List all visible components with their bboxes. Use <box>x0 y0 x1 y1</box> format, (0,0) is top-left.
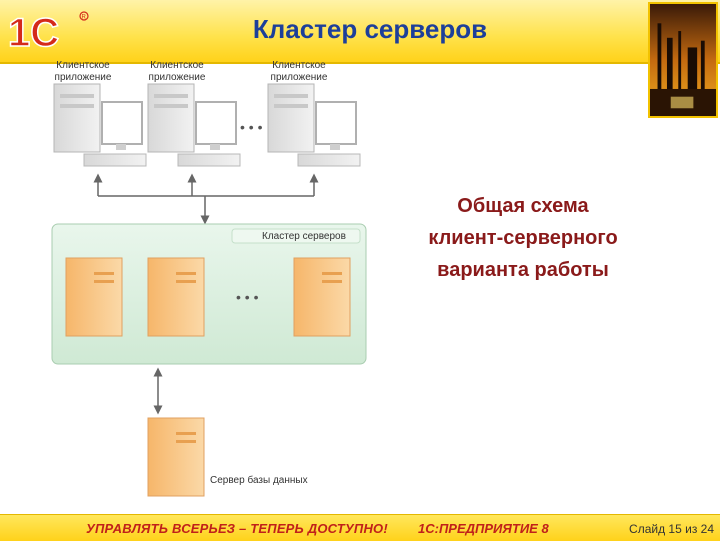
cluster-server <box>294 258 350 336</box>
client-label: Клиентское приложение <box>262 60 336 84</box>
database-server <box>148 418 204 496</box>
footer-bar: УПРАВЛЯТЬ ВСЕРЬЕЗ – ТЕПЕРЬ ДОСТУПНО! 1С:… <box>0 514 720 541</box>
client-label-line1: Клиентское <box>140 60 214 72</box>
client-label: Клиентское приложение <box>140 60 214 84</box>
client-label-line2: приложение <box>140 72 214 84</box>
cluster-server <box>148 258 204 336</box>
client-label-line1: Клиентское <box>262 60 336 72</box>
footer-product: 1С:ПРЕДПРИЯТИЕ 8 <box>418 521 549 536</box>
schema-line-3: варианта работы <box>398 254 648 286</box>
database-server-label: Сервер базы данных <box>210 475 308 486</box>
cluster-server <box>66 258 122 336</box>
schema-line-2: клиент-серверного <box>398 222 648 254</box>
cluster-label: Кластер серверов <box>262 231 346 242</box>
slide-indicator: Слайд 15 из 24 <box>629 522 714 536</box>
schema-description: Общая схема клиент-серверного варианта р… <box>398 190 648 286</box>
cluster-ellipsis: • • • <box>236 289 259 305</box>
client-connector-lines <box>98 178 314 220</box>
footer-slogan: УПРАВЛЯТЬ ВСЕРЬЕЗ – ТЕПЕРЬ ДОСТУПНО! <box>86 521 388 536</box>
client-workstation <box>268 84 360 166</box>
client-label-line2: приложение <box>262 72 336 84</box>
client-workstation <box>54 84 146 166</box>
client-label-line1: Клиентское <box>46 60 120 72</box>
clients-ellipsis: • • • <box>240 119 263 135</box>
schema-line-1: Общая схема <box>398 190 648 222</box>
client-workstation <box>148 84 240 166</box>
client-label-line2: приложение <box>46 72 120 84</box>
client-label: Клиентское приложение <box>46 60 120 84</box>
